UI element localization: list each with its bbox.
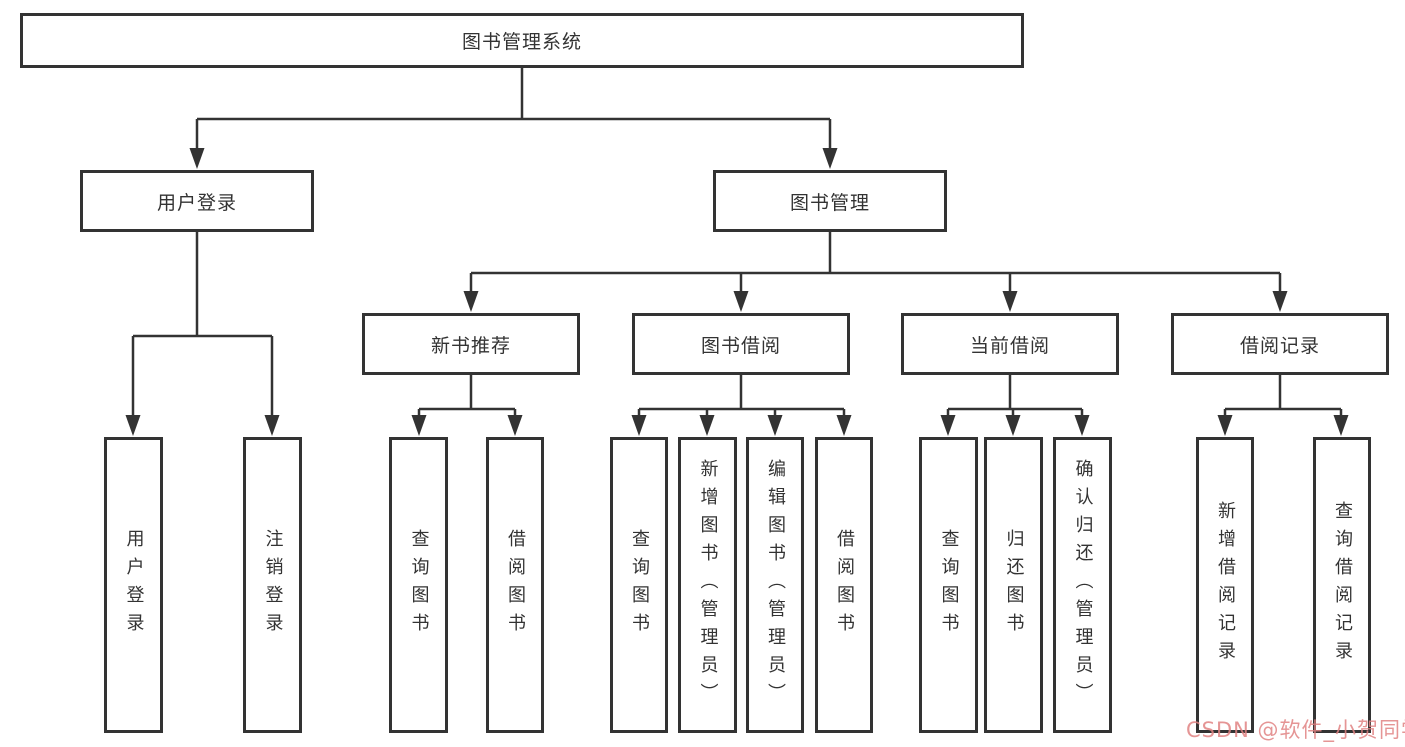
leaf-query-borrow-record: 查询借阅记录 bbox=[1313, 437, 1371, 733]
arrowhead-icon bbox=[631, 415, 647, 436]
leaf-query-books-2: 查询图书 bbox=[610, 437, 668, 733]
leaf-borrow-books-1: 借阅图书 bbox=[486, 437, 544, 733]
node-root: 图书管理系统 bbox=[20, 13, 1024, 68]
node-book-management-label: 图书管理 bbox=[789, 191, 870, 214]
arrowhead-icon bbox=[836, 415, 852, 436]
connector-user-login-children bbox=[131, 231, 274, 418]
connector-borrow-records-children bbox=[1223, 374, 1343, 418]
leaf-edit-books-admin: 编辑图书（管理员） bbox=[746, 437, 804, 733]
leaf-add-borrow-record: 新增借阅记录 bbox=[1196, 437, 1254, 733]
leaf-query-books-1: 查询图书 bbox=[389, 437, 448, 733]
leaf-return-books-label: 归还图书 bbox=[1003, 529, 1025, 641]
leaf-add-books-admin: 新增图书（管理员） bbox=[678, 437, 737, 733]
node-new-book-recommend: 新书推荐 bbox=[362, 313, 580, 375]
leaf-query-books-3: 查询图书 bbox=[919, 437, 978, 733]
connector-current-borrow-children bbox=[946, 374, 1084, 418]
connector-book-management-children bbox=[469, 231, 1282, 294]
arrowhead-icon bbox=[1217, 415, 1233, 436]
leaf-add-books-admin-label: 新增图书（管理员） bbox=[697, 459, 719, 711]
leaf-borrow-books-1-label: 借阅图书 bbox=[505, 529, 526, 641]
leaf-edit-books-admin-label: 编辑图书（管理员） bbox=[765, 459, 786, 711]
node-book-management: 图书管理 bbox=[713, 170, 947, 232]
watermark-text: CSDN @软件_小贺同学 bbox=[1186, 718, 1405, 742]
connector-book-borrow-children bbox=[637, 374, 846, 418]
arrowhead-icon bbox=[463, 291, 479, 312]
node-root-label: 图书管理系统 bbox=[461, 31, 582, 53]
arrowhead-icon bbox=[822, 148, 838, 169]
node-book-borrow: 图书借阅 bbox=[632, 313, 850, 375]
leaf-query-books-2-label: 查询图书 bbox=[629, 529, 650, 641]
leaf-query-borrow-record-label: 查询借阅记录 bbox=[1332, 501, 1353, 669]
arrowhead-icon bbox=[264, 415, 280, 436]
arrowhead-icon bbox=[699, 415, 715, 436]
node-borrow-records-label: 借阅记录 bbox=[1239, 334, 1320, 357]
leaf-user-login-label: 用户登录 bbox=[123, 529, 145, 641]
connector-new-book-children bbox=[417, 374, 517, 418]
arrowhead-icon bbox=[767, 415, 783, 436]
arrowhead-icon bbox=[1074, 415, 1090, 436]
arrowhead-icon bbox=[1005, 415, 1021, 436]
arrowhead-icon bbox=[125, 415, 141, 436]
node-current-borrow: 当前借阅 bbox=[901, 313, 1119, 375]
leaf-return-books: 归还图书 bbox=[984, 437, 1043, 733]
arrowhead-icon bbox=[940, 415, 956, 436]
leaf-query-books-1-label: 查询图书 bbox=[408, 529, 430, 641]
leaf-confirm-return-admin-label: 确认归还（管理员） bbox=[1072, 459, 1094, 711]
arrowhead-icon bbox=[1333, 415, 1349, 436]
arrowhead-icon bbox=[1002, 291, 1018, 312]
node-new-book-recommend-label: 新书推荐 bbox=[430, 334, 511, 357]
node-user-login-label: 用户登录 bbox=[156, 191, 237, 214]
arrowhead-icon bbox=[507, 415, 523, 436]
arrowhead-icon bbox=[1272, 291, 1288, 312]
leaf-logout-label: 注销登录 bbox=[262, 529, 284, 641]
connector-root-to-level1 bbox=[195, 66, 832, 151]
node-current-borrow-label: 当前借阅 bbox=[969, 334, 1050, 357]
arrowhead-icon bbox=[411, 415, 427, 436]
node-book-borrow-label: 图书借阅 bbox=[700, 334, 781, 357]
arrowhead-icon bbox=[733, 291, 749, 312]
node-borrow-records: 借阅记录 bbox=[1171, 313, 1389, 375]
leaf-user-login: 用户登录 bbox=[104, 437, 163, 733]
node-user-login: 用户登录 bbox=[80, 170, 314, 232]
arrowhead-icon bbox=[189, 148, 205, 169]
leaf-confirm-return-admin: 确认归还（管理员） bbox=[1053, 437, 1112, 733]
leaf-borrow-books-2-label: 借阅图书 bbox=[834, 529, 855, 641]
leaf-borrow-books-2: 借阅图书 bbox=[815, 437, 873, 733]
leaf-query-books-3-label: 查询图书 bbox=[938, 529, 960, 641]
leaf-logout: 注销登录 bbox=[243, 437, 302, 733]
leaf-add-borrow-record-label: 新增借阅记录 bbox=[1215, 501, 1236, 669]
